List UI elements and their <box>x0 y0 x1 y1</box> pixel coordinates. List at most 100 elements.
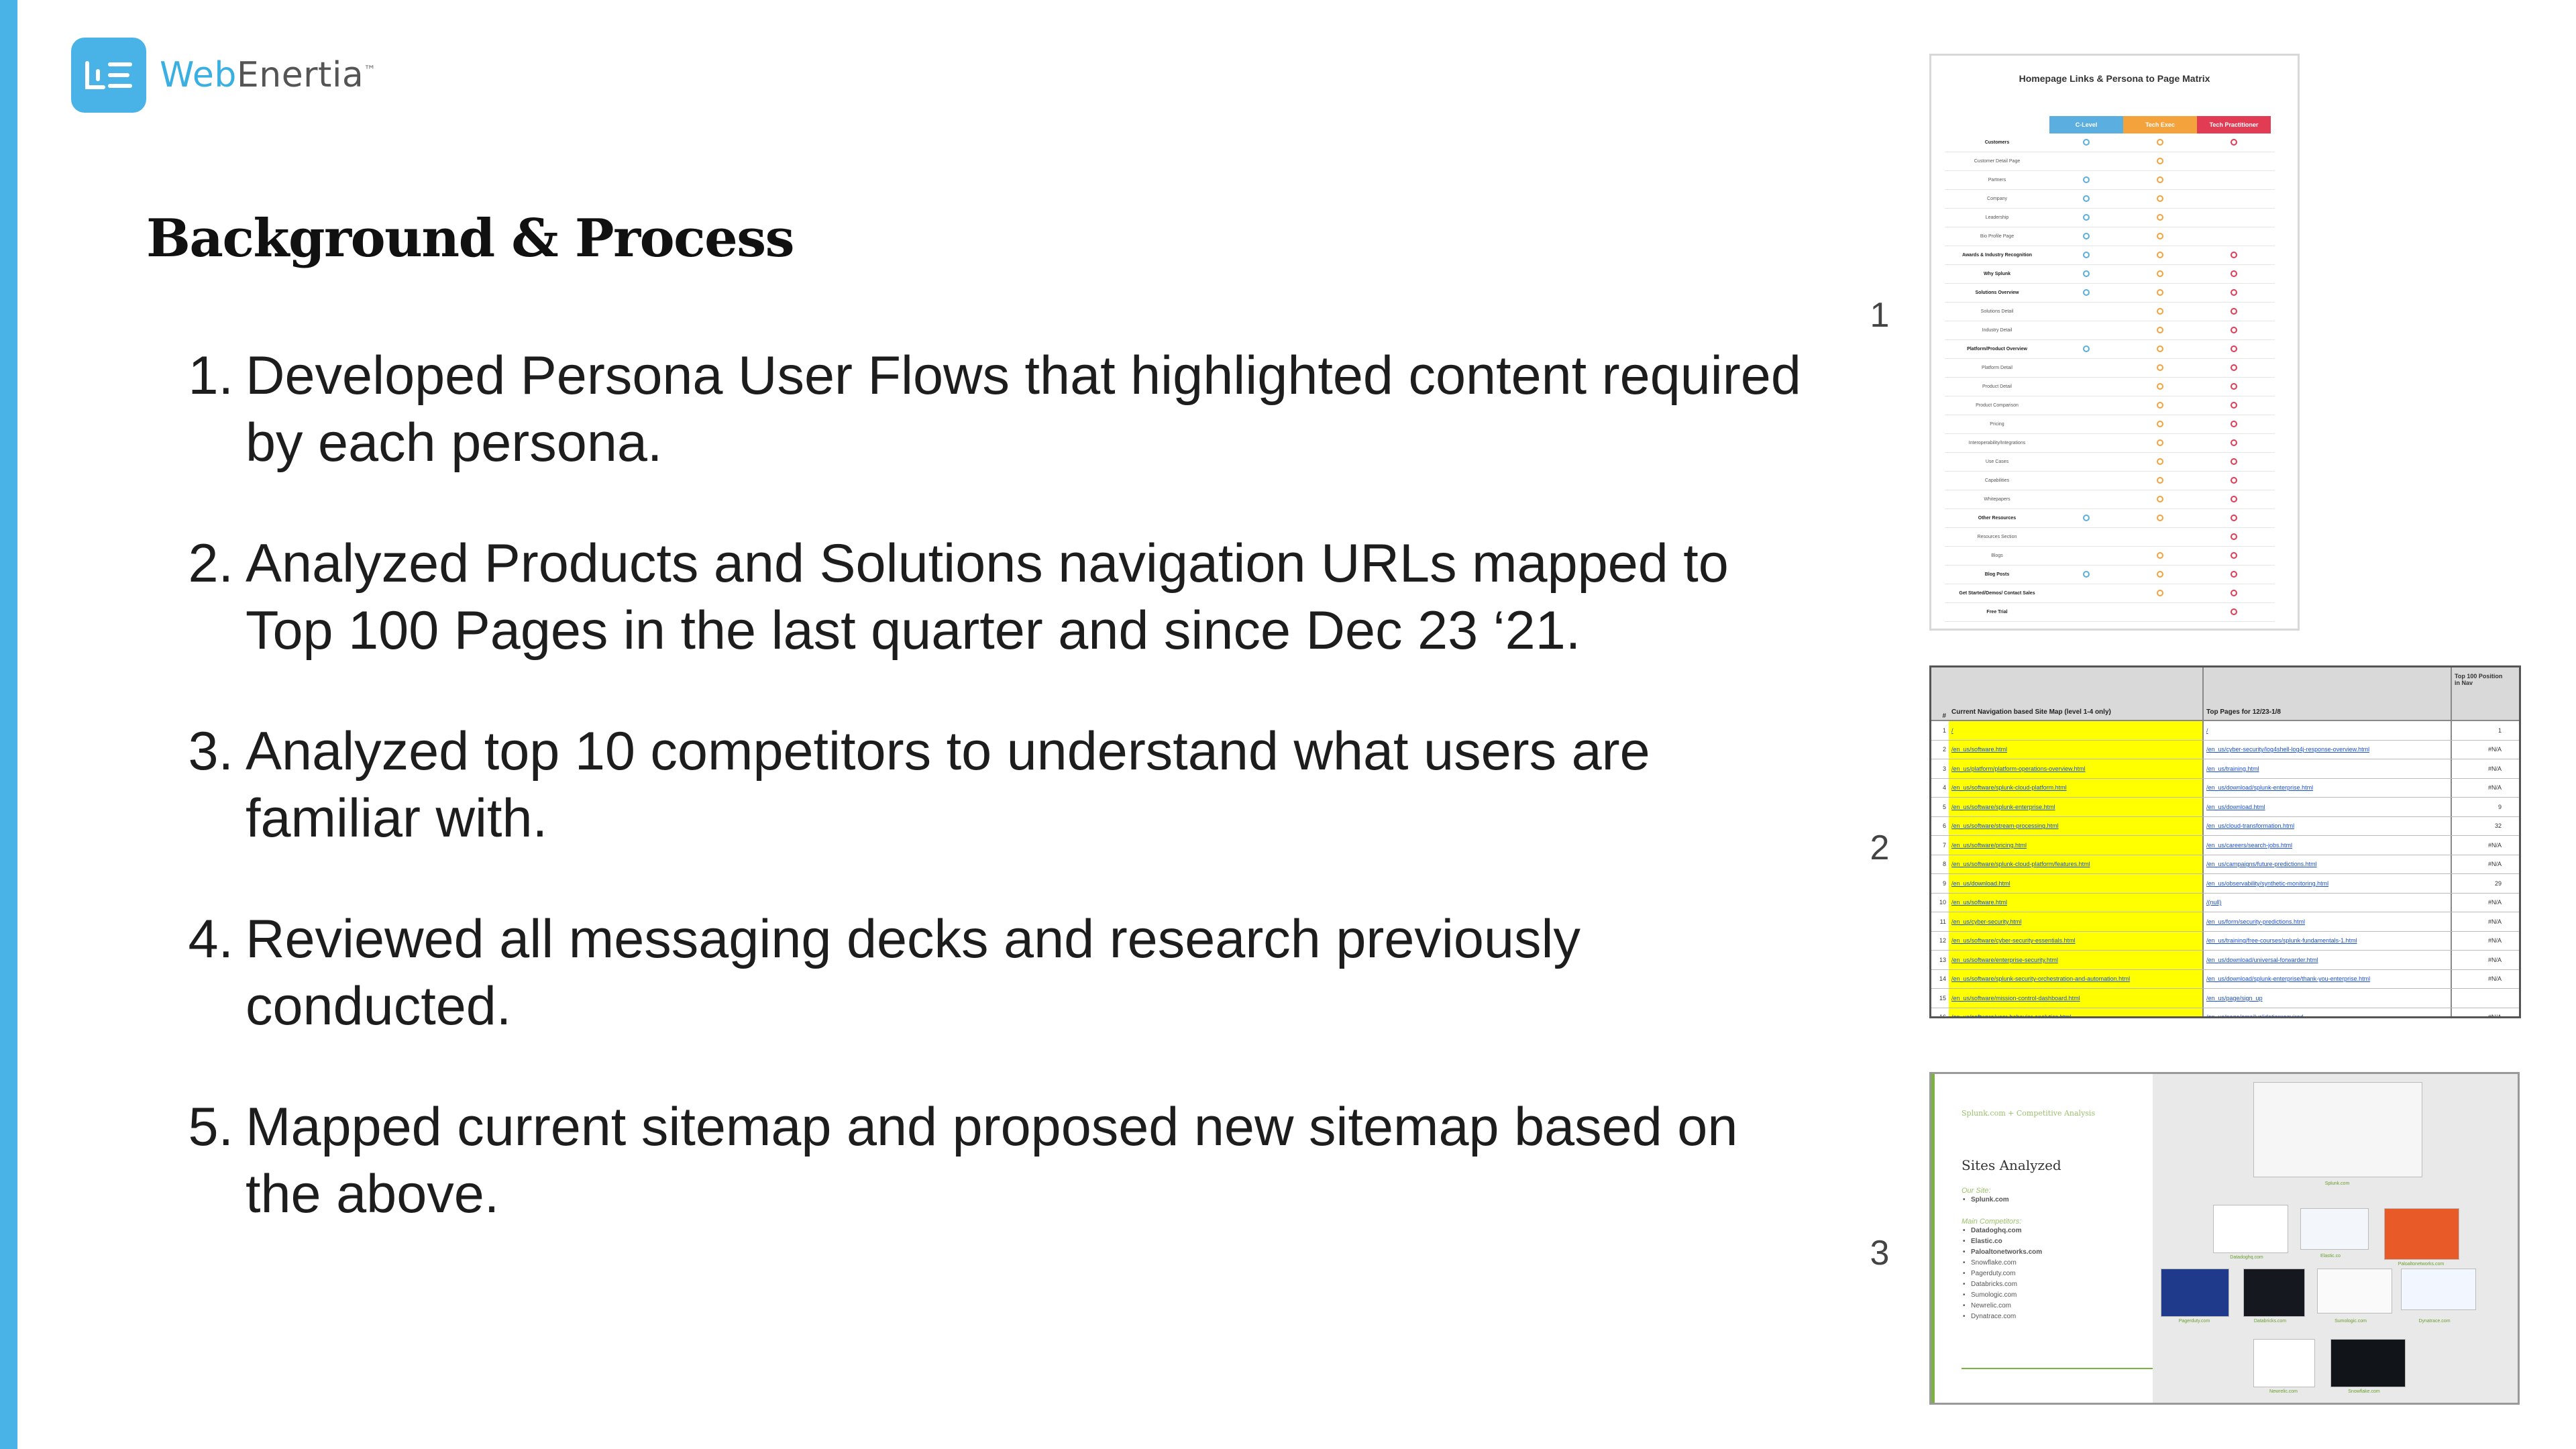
matrix-row-label: Company <box>1987 197 2007 201</box>
matrix-cell <box>2049 287 2123 299</box>
matrix-cell <box>2049 250 2123 262</box>
matrix-cell <box>2123 325 2197 337</box>
top-page-url[interactable]: /en_us/observability/synthetic-monitorin… <box>2204 874 2452 893</box>
current-nav-url[interactable]: /en_us/platform/platform-operations-over… <box>1949 759 2204 778</box>
matrix-row: Platform/Product Overview <box>1945 340 2275 359</box>
current-nav-url[interactable]: /en_us/software/cyber-security-essential… <box>1949 931 2204 950</box>
thumbnail-number-3: 3 <box>1870 1234 1890 1273</box>
check-circle-icon <box>2157 551 2163 559</box>
competitor-screenshot-label: Datadoghq.com <box>2230 1255 2263 1260</box>
competitor-screenshot <box>2330 1339 2406 1387</box>
competitor-item: Pagerduty.com <box>1962 1269 2042 1279</box>
nav-position: #N/A <box>2487 956 2502 963</box>
process-step: 5.Mapped current sitemap and proposed ne… <box>161 1093 1811 1228</box>
top-page-url[interactable]: /en_us/page/emailvalidationrequired <box>2204 1008 2452 1016</box>
top-page-url[interactable]: /en_us/campaigns/future-predictions.html <box>2204 855 2452 873</box>
competitive-analysis-thumbnail[interactable]: Splunk.com + Competitive Analysis Sites … <box>1929 1072 2520 1405</box>
top-page-url[interactable]: /(null) <box>2204 893 2452 912</box>
nav-position: 1 <box>2498 727 2502 734</box>
matrix-cell <box>2197 287 2271 299</box>
spreadsheet-row: 6/en_us/software/stream-processing.html/… <box>1931 816 2519 836</box>
matrix-cell <box>2123 268 2197 280</box>
matrix-cell <box>2123 343 2197 356</box>
step-number: 4. <box>188 909 233 969</box>
check-circle-icon <box>2157 326 2163 333</box>
matrix-row-label: Free Trial <box>1986 610 2008 614</box>
current-nav-url[interactable]: /en_us/software.html <box>1949 740 2204 759</box>
spreadsheet-row: 3/en_us/platform/platform-operations-ove… <box>1931 759 2519 779</box>
matrix-cell <box>2197 381 2271 393</box>
check-circle-icon <box>2231 401 2237 409</box>
matrix-cell <box>2197 531 2271 543</box>
competitor-item: Datadoghq.com <box>1962 1226 2042 1236</box>
nav-urls-spreadsheet-thumbnail[interactable]: # Current Navigation based Site Map (lev… <box>1929 665 2521 1018</box>
current-nav-url[interactable]: /en_us/software/mission-control-dashboar… <box>1949 989 2204 1008</box>
process-step: 3.Analyzed top 10 competitors to underst… <box>161 718 1811 852</box>
current-nav-url[interactable]: /en_us/software/user-behavior-analytics.… <box>1949 1008 2204 1016</box>
check-circle-icon <box>2231 458 2237 465</box>
competitor-screenshot-label: Dynatrace.com <box>2418 1319 2451 1324</box>
process-step: 1.Developed Persona User Flows that high… <box>161 342 1811 476</box>
competitor-screenshot <box>2401 1269 2476 1310</box>
top-page-url[interactable]: /en_us/download/splunk-enterprise/thank-… <box>2204 969 2452 988</box>
matrix-cell <box>2123 419 2197 431</box>
current-nav-url[interactable]: /en_us/software.html <box>1949 893 2204 912</box>
top-page-url[interactable]: /en_us/download/universal-forwarder.html <box>2204 951 2452 969</box>
current-nav-url[interactable]: /en_us/software/splunk-cloud-platform.ht… <box>1949 778 2204 797</box>
competitor-screenshot-label: Paloaltonetworks.com <box>2398 1262 2445 1267</box>
spreadsheet-row: 13/en_us/software/enterprise-security.ht… <box>1931 951 2519 970</box>
persona-matrix-thumbnail[interactable]: Homepage Links & Persona to Page Matrix … <box>1929 54 2300 631</box>
top-page-url[interactable]: /en_us/download/splunk-enterprise.html <box>2204 778 2452 797</box>
matrix-cell <box>2123 306 2197 318</box>
top-page-url[interactable]: /en_us/cyber-security/log4shell-log4j-re… <box>2204 740 2452 759</box>
check-circle-icon <box>2157 251 2163 258</box>
row-index: 16 <box>1939 1014 1946 1018</box>
check-circle-icon <box>2083 232 2090 239</box>
top-page-url[interactable]: /en_us/training.html <box>2204 759 2452 778</box>
check-circle-icon <box>2157 307 2163 315</box>
matrix-cell <box>2123 156 2197 168</box>
top-page-url[interactable]: /en_us/download.html <box>2204 798 2452 816</box>
competitor-item: Sumologic.com <box>1962 1290 2042 1301</box>
current-nav-url[interactable]: /en_us/software/splunk-cloud-platform/fe… <box>1949 855 2204 873</box>
top-page-url[interactable]: /en_us/training/free-courses/splunk-fund… <box>2204 931 2452 950</box>
top-page-url[interactable]: / <box>2204 721 2452 740</box>
top-page-url[interactable]: /en_us/page/sign_up <box>2204 989 2452 1008</box>
current-nav-url[interactable]: /en_us/software/stream-processing.html <box>1949 816 2204 835</box>
matrix-cell <box>2197 250 2271 262</box>
top-page-url[interactable]: /en_us/careers/search-jobs.html <box>2204 836 2452 855</box>
matrix-cell <box>2123 231 2197 243</box>
current-nav-url[interactable]: / <box>1949 721 2204 740</box>
matrix-cell <box>2049 193 2123 205</box>
current-nav-url[interactable]: /en_us/download.html <box>1949 874 2204 893</box>
matrix-row: Blogs <box>1945 547 2275 566</box>
process-step: 2.Analyzed Products and Solutions naviga… <box>161 530 1811 664</box>
row-index: 13 <box>1939 956 1946 963</box>
matrix-row-label: Platform/Product Overview <box>1967 347 2027 352</box>
competitor-screenshot <box>2300 1208 2369 1250</box>
current-nav-url[interactable]: /en_us/cyber-security.html <box>1949 912 2204 931</box>
check-circle-icon <box>2231 439 2237 446</box>
current-nav-url[interactable]: /en_us/software/enterprise-security.html <box>1949 951 2204 969</box>
current-nav-url[interactable]: /en_us/software/splunk-enterprise.html <box>1949 798 2204 816</box>
row-index: 6 <box>1942 822 1946 830</box>
matrix-row-label: Interoperability/Integrations <box>1968 441 2026 445</box>
top-page-url[interactable]: /en_us/form/security-predictions.html <box>2204 912 2452 931</box>
matrix-cell <box>2123 437 2197 449</box>
matrix-row-label: Leadership <box>1985 215 2009 220</box>
matrix-row-label: Why Splunk <box>1983 272 2011 276</box>
check-circle-icon <box>2231 608 2237 615</box>
check-circle-icon <box>2231 495 2237 502</box>
matrix-cell <box>2197 137 2271 149</box>
check-circle-icon <box>2083 195 2090 202</box>
top-page-url[interactable]: /en_us/cloud-transformation.html <box>2204 816 2452 835</box>
matrix-row: Use Cases <box>1945 453 2275 472</box>
check-circle-icon <box>2157 288 2163 296</box>
matrix-row-label: Resources Section <box>1977 535 2017 539</box>
current-nav-url[interactable]: /en_us/software/splunk-security-orchestr… <box>1949 969 2204 988</box>
row-index: 8 <box>1942 861 1946 868</box>
step-text: Reviewed all messaging decks and researc… <box>246 909 1580 1036</box>
matrix-cell <box>2123 381 2197 393</box>
current-nav-url[interactable]: /en_us/software/pricing.html <box>1949 836 2204 855</box>
matrix-cell <box>2197 456 2271 468</box>
